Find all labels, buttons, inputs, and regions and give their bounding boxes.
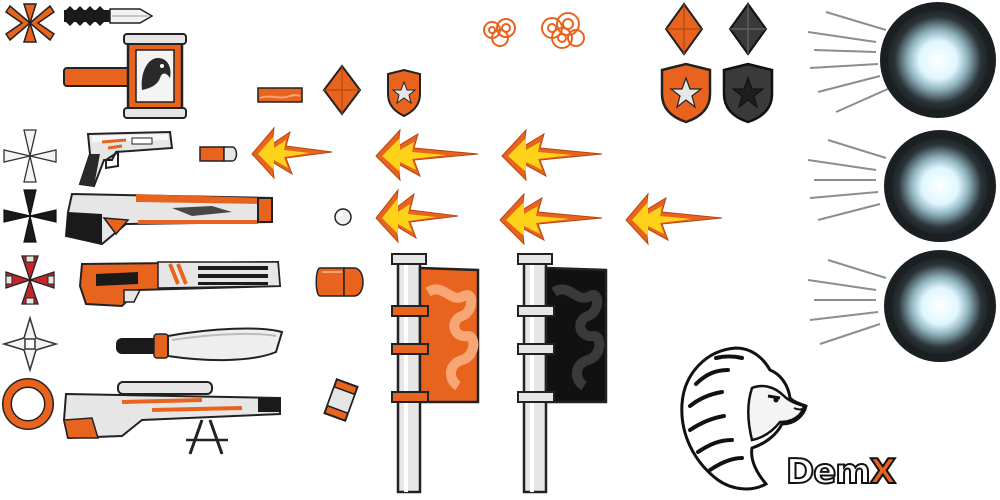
crosshair-diamond-icon (1, 315, 59, 373)
banner-orange-icon (391, 253, 480, 494)
bullet-icon (199, 146, 238, 162)
muzzle-flash-icon (625, 192, 723, 246)
muzzle-flash-icon (501, 128, 603, 182)
smoke-puff-icon (483, 18, 516, 47)
war-hammer-icon (63, 33, 187, 119)
crosshair-red-icon (5, 255, 55, 305)
logo-text-main: Dem (785, 451, 872, 493)
muzzle-flash-icon (375, 128, 479, 182)
pellet-icon (334, 208, 352, 226)
gem-orange-icon (322, 64, 362, 116)
pistol-icon (78, 130, 174, 188)
dark-orb-icon (807, 2, 996, 118)
sniper-rifle-icon (62, 381, 281, 455)
crosshair-white-icon (3, 129, 57, 183)
throwing-knife-icon (64, 6, 154, 26)
dark-orb-icon (807, 130, 996, 242)
combat-knife-icon (116, 327, 284, 362)
bar-icon (257, 87, 303, 103)
dark-orb-icon (807, 250, 996, 362)
lion-logo-icon (680, 346, 808, 491)
ammo-box-icon (323, 378, 359, 422)
muzzle-flash-icon (375, 188, 459, 244)
logo-text-accent: X (869, 451, 897, 493)
gem-dark-icon (728, 2, 768, 56)
smoke-puff-icon (541, 12, 585, 49)
logo-text: DemX (785, 451, 897, 493)
shell-icon (315, 267, 364, 297)
shield-orange-icon (387, 68, 421, 118)
banner-black-icon (517, 253, 608, 494)
crosshair-orange-icon (4, 3, 56, 43)
muzzle-flash-icon (251, 126, 333, 180)
shield-dark-icon (722, 62, 774, 124)
shotgun-icon (64, 192, 273, 246)
smg-icon (78, 260, 282, 308)
shield-orange-icon (660, 62, 712, 124)
muzzle-flash-icon (499, 192, 603, 246)
crosshair-ring-icon (2, 378, 54, 430)
crosshair-black-icon (3, 189, 57, 243)
gem-orange-icon (664, 2, 704, 56)
